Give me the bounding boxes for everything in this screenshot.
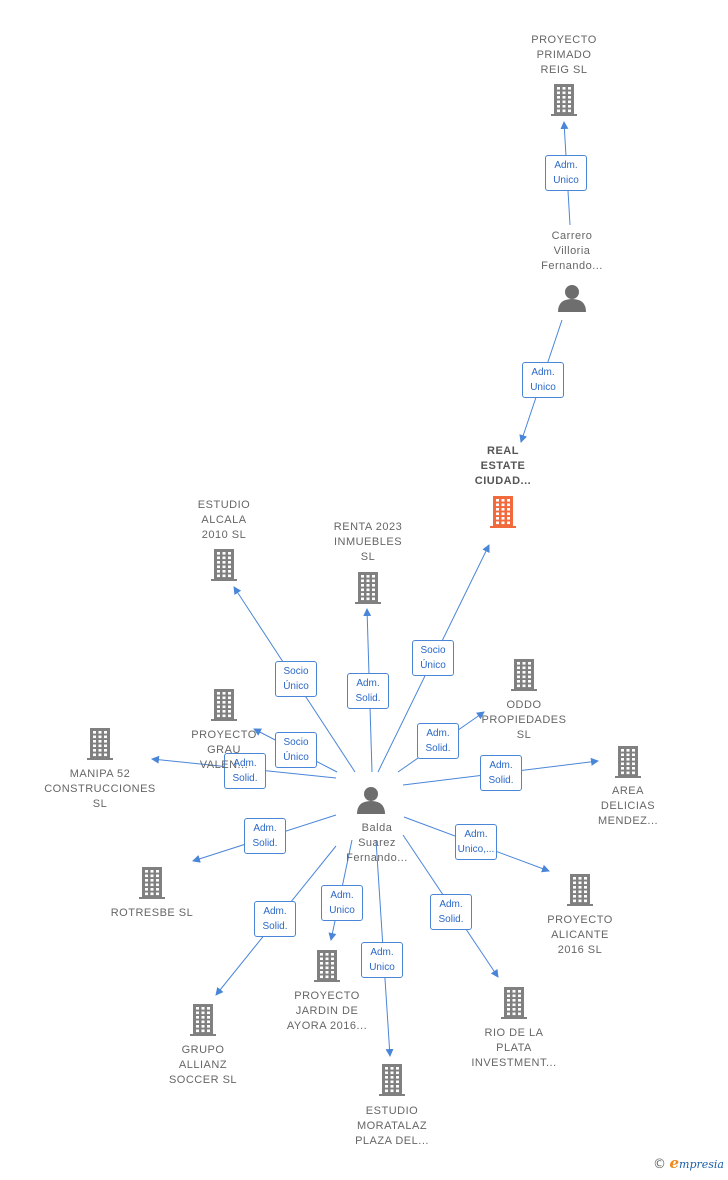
edge-label[interactable]: Adm. Solid.: [347, 673, 389, 709]
edge-label[interactable]: Adm. Unico: [361, 942, 403, 978]
edge-label[interactable]: Adm. Unico: [545, 155, 587, 191]
building-icon[interactable]: [551, 84, 577, 116]
edge-label[interactable]: Adm. Solid.: [430, 894, 472, 930]
node-label-estudio-alcala[interactable]: ESTUDIO ALCALA 2010 SL: [197, 499, 251, 541]
building-icon[interactable]: [139, 867, 165, 899]
building-icon[interactable]: [567, 874, 593, 906]
edge-label[interactable]: Adm. Solid.: [254, 901, 296, 937]
empresia-logo: © empresia: [652, 1154, 724, 1172]
edge-label[interactable]: Adm. Solid.: [417, 723, 459, 759]
edge-label[interactable]: Adm. Unico,...: [455, 824, 497, 860]
person-icon[interactable]: [558, 285, 586, 312]
building-icon[interactable]: [379, 1064, 405, 1096]
building-icon[interactable]: [355, 572, 381, 604]
edge-label[interactable]: Adm. Solid.: [224, 753, 266, 789]
node-label-grupo-allianz[interactable]: GRUPO ALLIANZ SOCCER SL: [168, 1044, 238, 1086]
node-label-balda[interactable]: Balda Suarez Fernando...: [346, 822, 408, 864]
edge-label[interactable]: Adm. Unico: [321, 885, 363, 921]
node-label-proyecto-grau[interactable]: PROYECTO GRAU VALEN...: [191, 729, 257, 771]
node-label-renta-2023[interactable]: RENTA 2023 INMUEBLES SL: [333, 521, 403, 563]
building-icon[interactable]: [615, 746, 641, 778]
building-icon[interactable]: [490, 496, 516, 528]
building-icon[interactable]: [211, 549, 237, 581]
building-icon[interactable]: [501, 987, 527, 1019]
building-icon[interactable]: [511, 659, 537, 691]
node-label-oddo[interactable]: ODDO PROPIEDADES SL: [481, 699, 567, 741]
node-label-rotresbe[interactable]: ROTRESBE SL: [110, 907, 194, 919]
node-label-real-estate[interactable]: REAL ESTATE CIUDAD...: [474, 445, 532, 487]
node-label-proyecto-primado[interactable]: PROYECTO PRIMADO REIG SL: [531, 34, 597, 76]
person-icon[interactable]: [357, 787, 385, 814]
edge-label[interactable]: Socio Único: [275, 661, 317, 697]
node-label-manipa[interactable]: MANIPA 52 CONSTRUCCIONES SL: [44, 768, 156, 810]
edge-label[interactable]: Adm. Solid.: [480, 755, 522, 791]
node-label-proyecto-alicante[interactable]: PROYECTO ALICANTE 2016 SL: [547, 914, 613, 956]
node-label-carrero[interactable]: Carrero Villoria Fernando...: [541, 230, 603, 272]
node-label-rio-plata[interactable]: RIO DE LA PLATA INVESTMENT...: [471, 1027, 557, 1069]
edge-label[interactable]: Adm. Solid.: [244, 818, 286, 854]
node-label-area-delicias[interactable]: AREA DELICIAS MENDEZ...: [597, 785, 659, 827]
edge-label[interactable]: Socio Único: [275, 732, 317, 768]
edge-label[interactable]: Socio Único: [412, 640, 454, 676]
building-icon[interactable]: [314, 950, 340, 982]
edge-label[interactable]: Adm. Unico: [522, 362, 564, 398]
building-icon[interactable]: [190, 1004, 216, 1036]
node-label-estudio-moratalaz[interactable]: ESTUDIO MORATALAZ PLAZA DEL...: [355, 1105, 429, 1147]
building-icon[interactable]: [211, 689, 237, 721]
building-icon[interactable]: [87, 728, 113, 760]
node-label-proyecto-jardin[interactable]: PROYECTO JARDIN DE AYORA 2016...: [286, 990, 368, 1032]
